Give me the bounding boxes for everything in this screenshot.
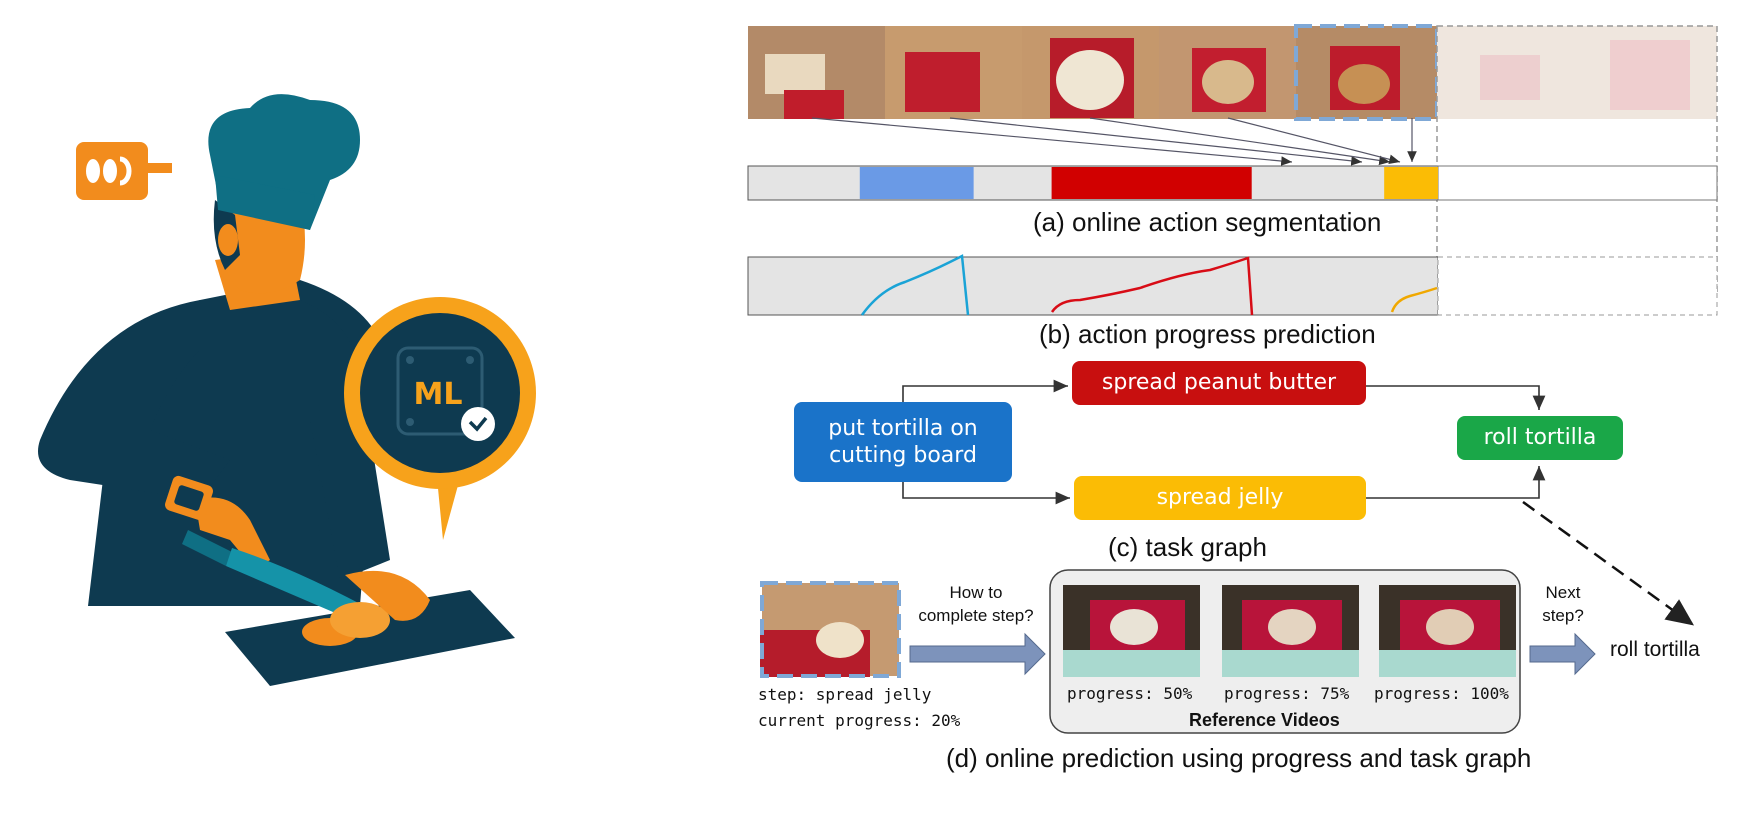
ml-label: ML — [414, 377, 463, 412]
caption-d: (d) online prediction using progress and… — [946, 743, 1532, 773]
node-spread-jelly: spread jelly — [1074, 476, 1366, 520]
current-frame — [760, 581, 901, 678]
caption-c: (c) task graph — [1108, 532, 1267, 562]
caption-a: (a) online action segmentation — [1033, 207, 1382, 237]
progress-curve-blue — [860, 254, 970, 316]
segment-2 — [1051, 167, 1252, 199]
reference-videos-title: Reference Videos — [1189, 710, 1340, 730]
camera-tag-icon — [76, 142, 172, 200]
next-step-arrow — [1529, 632, 1596, 676]
check-icon — [461, 407, 495, 441]
chef-illustration: ML — [38, 94, 536, 686]
ml-chip-icon — [396, 346, 484, 436]
segment-1 — [859, 167, 974, 199]
reference-progress-75: progress: 75% — [1224, 684, 1350, 703]
progress-curve-yellow — [1390, 286, 1438, 313]
how-to-label: How to complete step? — [918, 583, 1034, 625]
current-progress-label: current progress: 20% — [758, 711, 961, 730]
node-put-tortilla: put tortilla on cutting board — [794, 402, 1012, 482]
node-roll-tortilla: roll tortilla — [1457, 416, 1623, 460]
progress-curve-red — [1050, 256, 1254, 316]
caption-b: (b) action progress prediction — [1039, 319, 1376, 349]
chef-icon — [38, 94, 390, 606]
reference-frames — [1063, 585, 1516, 677]
ml-badge: ML — [344, 297, 536, 540]
cutting-board — [225, 590, 515, 686]
how-to-arrow — [909, 632, 1046, 676]
reference-progress-100: progress: 100% — [1374, 684, 1509, 703]
segmentation-bar — [747, 165, 1718, 201]
segment-3 — [1384, 167, 1438, 199]
video-frames — [748, 24, 1717, 121]
reference-progress-50: progress: 50% — [1067, 684, 1193, 703]
node-spread-peanut-butter: spread peanut butter — [1072, 361, 1366, 405]
step-label: step: spread jelly — [758, 685, 932, 704]
progress-panel — [747, 254, 1718, 316]
next-step-question: Next step? — [1542, 583, 1584, 625]
next-step-label: roll tortilla — [1610, 638, 1700, 661]
